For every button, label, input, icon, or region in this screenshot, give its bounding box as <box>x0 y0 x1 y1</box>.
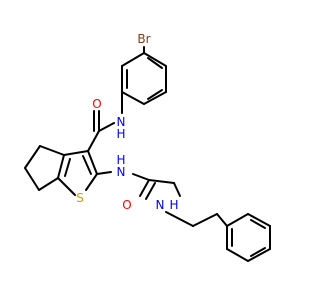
bond <box>57 154 65 179</box>
bond <box>87 130 100 152</box>
bond <box>165 211 194 227</box>
bond <box>121 91 145 105</box>
carbonyl-oxygen-label: O <box>122 198 131 212</box>
bond <box>57 177 76 196</box>
bond <box>132 173 150 181</box>
double-bond <box>250 219 266 229</box>
bond <box>247 213 271 227</box>
bond <box>247 248 271 262</box>
bond <box>38 177 59 191</box>
bond <box>148 179 175 184</box>
bond <box>173 182 181 197</box>
bond <box>96 171 112 175</box>
bond <box>85 173 98 191</box>
amide-hydrogen-label: H <box>116 153 125 167</box>
bond <box>216 213 228 227</box>
bromine-label: Br <box>137 32 150 46</box>
double-bond <box>147 89 163 100</box>
amine-hydrogen-label: H <box>169 198 178 212</box>
bond <box>24 145 41 169</box>
amine-nitrogen-label: N <box>156 198 165 212</box>
bond <box>87 150 98 175</box>
molecule-structure: Br N H O N H S O N H <box>24 32 271 262</box>
amide-hydrogen-label: H <box>116 127 125 141</box>
amide-nitrogen-label: N <box>117 165 126 179</box>
bond <box>139 179 150 197</box>
bond <box>39 145 65 156</box>
bond <box>63 150 89 156</box>
bond <box>226 213 249 227</box>
double-bond <box>64 158 71 177</box>
double-bond <box>82 155 92 175</box>
carbonyl-oxygen-label: O <box>92 97 101 111</box>
molecule-diagram: Br N H O N H S O N H <box>24 32 271 262</box>
bond <box>226 248 249 262</box>
bond <box>24 167 40 191</box>
amide-nitrogen-label: N <box>117 115 126 129</box>
bond <box>121 52 145 67</box>
double-bond <box>145 182 156 200</box>
double-bond <box>147 57 163 69</box>
bond <box>143 52 167 67</box>
double-bond <box>250 247 266 257</box>
bond <box>143 91 167 105</box>
thiophene-sulfur-label: S <box>76 191 84 205</box>
bond <box>98 122 115 132</box>
bond <box>192 213 218 227</box>
